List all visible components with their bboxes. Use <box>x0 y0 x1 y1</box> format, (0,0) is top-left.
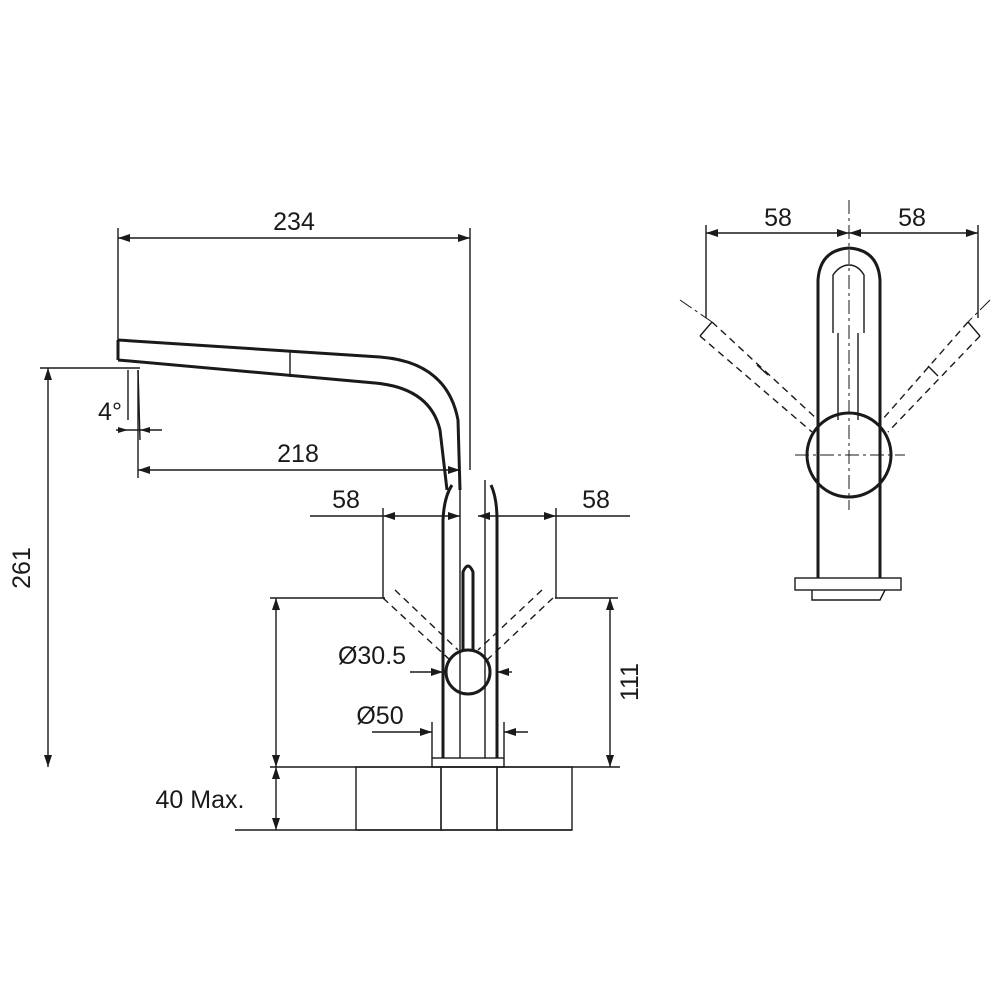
dimension-58-left: 58 <box>310 486 460 598</box>
dimension-40-max: 40 Max. <box>156 767 280 830</box>
end-view-lever-left <box>679 299 819 433</box>
side-view: 234 218 4° 261 <box>8 208 644 831</box>
angle-4-label: 4° <box>98 398 122 426</box>
end-view-58-left-label: 58 <box>764 204 792 232</box>
end-view: 58 58 <box>679 200 991 601</box>
diameter-30-5-label: Ø30.5 <box>338 642 406 670</box>
mounting-shank <box>431 757 505 831</box>
countertop-section <box>235 766 620 831</box>
dimension-40-max-label: 40 Max. <box>156 786 245 814</box>
dimension-58-right-label: 58 <box>582 486 610 514</box>
diameter-50-label: Ø50 <box>356 702 403 730</box>
end-view-body <box>794 246 902 601</box>
dimension-58-left-label: 58 <box>332 486 360 514</box>
dimension-234: 234 <box>117 208 471 470</box>
end-view-lever-hub <box>795 200 905 510</box>
end-view-lever-right <box>881 299 991 433</box>
angle-4-degree: 4° <box>98 369 162 441</box>
dimension-261: 261 <box>8 367 140 767</box>
end-view-58-right-label: 58 <box>898 204 926 232</box>
dimension-diameter-30-5: Ø30.5 <box>338 642 512 676</box>
faucet-body <box>441 484 499 758</box>
dimension-261-label: 261 <box>8 547 36 589</box>
dimension-111: 111 <box>270 597 644 767</box>
dimension-diameter-50: Ø50 <box>356 702 528 758</box>
dimension-58-right: 58 <box>478 486 630 598</box>
dimension-218-label: 218 <box>277 440 319 468</box>
dimension-234-label: 234 <box>273 208 315 236</box>
end-view-dimension-58: 58 58 <box>705 204 979 318</box>
faucet-lever <box>382 564 554 696</box>
dimension-218: 218 <box>137 370 460 478</box>
dimension-111-label: 111 <box>616 663 644 701</box>
faucet-spout <box>116 338 486 758</box>
